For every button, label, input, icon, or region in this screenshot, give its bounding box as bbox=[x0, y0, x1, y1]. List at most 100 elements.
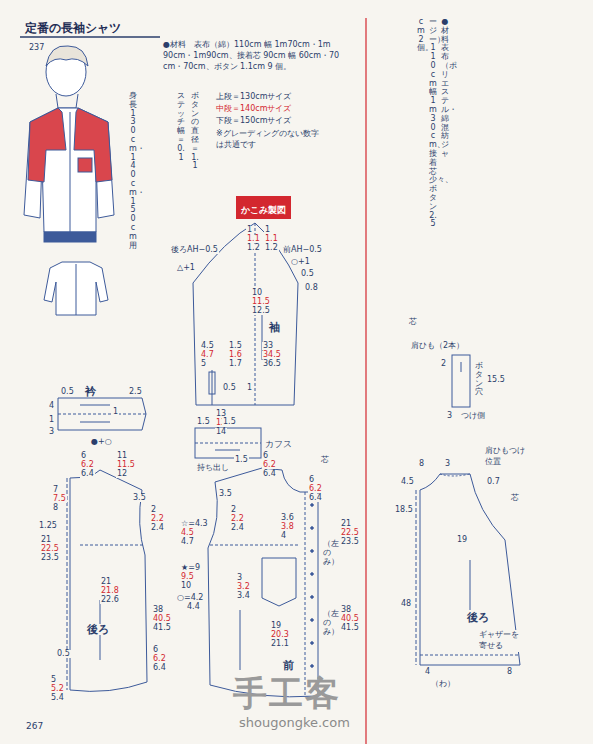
dimension-label: 4 bbox=[48, 402, 55, 410]
dimension-label: 4.5 bbox=[180, 529, 195, 537]
dimension-label: 12.5 bbox=[251, 307, 271, 315]
dimension-label: 3.5 bbox=[218, 490, 233, 498]
piece-name: 前 bbox=[282, 660, 295, 671]
dimension-label: 肩ひも（2本） bbox=[410, 342, 465, 350]
dimension-label: 21 bbox=[340, 520, 352, 528]
dimension-label: 3 bbox=[48, 428, 55, 436]
dimension-label: 6.2 bbox=[262, 461, 277, 469]
dimension-label: 4 bbox=[280, 532, 287, 540]
dimension-label: 2.4 bbox=[230, 524, 245, 532]
dimension-label: △+1 bbox=[176, 264, 196, 272]
dimension-label: 11 bbox=[116, 452, 128, 460]
dimension-label: 3 bbox=[236, 574, 243, 582]
dimension-label: 芯 bbox=[510, 494, 520, 502]
vertical-note: （左のみ） bbox=[322, 540, 332, 566]
piece-name: 後ろ bbox=[466, 612, 490, 623]
watermark: shougongke.com bbox=[238, 716, 351, 729]
dimension-label: 6.4 bbox=[262, 470, 277, 478]
dimension-label: 40.5 bbox=[340, 615, 360, 623]
vertical-note: ボタン穴 bbox=[474, 362, 484, 397]
dimension-label: 2 bbox=[230, 506, 237, 514]
dimension-label: 1.5 bbox=[228, 342, 243, 350]
dimension-label: 2.4 bbox=[150, 524, 165, 532]
dimension-label: ○+1 bbox=[290, 258, 311, 266]
dimension-label: 0.5 bbox=[60, 388, 75, 396]
dimension-label: 237 bbox=[28, 44, 45, 52]
dimension-label: 10 bbox=[180, 582, 192, 590]
dimension-label: ●+○ bbox=[90, 438, 113, 446]
note-text: ギャザーを寄せる bbox=[478, 630, 525, 652]
dimension-label: 4.7 bbox=[200, 351, 215, 359]
dimension-label: 8 bbox=[52, 504, 59, 512]
dimension-label: 22.5 bbox=[340, 529, 360, 537]
vertical-note: cm2個。 bbox=[416, 18, 426, 53]
dimension-label: 1 bbox=[112, 408, 119, 416]
dimension-label: 3 bbox=[444, 460, 451, 468]
dimension-label: 41.5 bbox=[152, 624, 172, 632]
box-text: かこみ製図 bbox=[241, 205, 286, 215]
dimension-label: 21 bbox=[40, 536, 52, 544]
dimension-label: 21.1 bbox=[270, 640, 290, 648]
dimension-label: 8 bbox=[506, 668, 513, 676]
dimension-label: 1 bbox=[264, 226, 271, 234]
dimension-label: つけ側 bbox=[460, 412, 486, 420]
dimension-label: （わ） bbox=[430, 680, 456, 688]
dimension-label: 6.2 bbox=[80, 461, 95, 469]
dimension-label: 18.5 bbox=[394, 506, 414, 514]
dimension-label: 3.6 bbox=[280, 514, 295, 522]
dimension-label: 23.5 bbox=[340, 538, 360, 546]
piece-name: 後ろ bbox=[86, 624, 110, 635]
dimension-label: 21.8 bbox=[100, 587, 120, 595]
dimension-label: 0.5 bbox=[300, 270, 315, 278]
vertical-note: ●材料 表布（ポリエステル・綿混紡ジャ bbox=[440, 18, 450, 159]
note-text: ※グレーディングのない数字は共通です bbox=[215, 129, 322, 151]
dimension-label: 芯 bbox=[408, 318, 418, 326]
dimension-label: 芯 bbox=[320, 456, 330, 464]
dimension-label: 6 bbox=[80, 452, 87, 460]
dimension-label: 22.6 bbox=[100, 596, 120, 604]
dimension-label: 6.4 bbox=[152, 664, 167, 672]
dimension-label: 22.5 bbox=[40, 545, 60, 553]
piece-name: 衿 bbox=[84, 386, 97, 397]
dimension-label: 5.4 bbox=[50, 694, 65, 702]
dimension-label: 中段＝140cmサイズ bbox=[215, 105, 292, 113]
dimension-label: 1.1 bbox=[264, 235, 279, 243]
dimension-label: 1.2 bbox=[246, 244, 261, 252]
dimension-label: 下段＝150cmサイズ bbox=[215, 117, 292, 125]
dimension-label: 1.6 bbox=[228, 351, 243, 359]
dimension-label: 2.2 bbox=[150, 515, 165, 523]
label-box: かこみ製図 bbox=[236, 196, 291, 219]
dimension-label: 33 bbox=[262, 342, 274, 350]
dimension-label: 4.5 bbox=[200, 342, 215, 350]
vertical-note: ボタンの直径＝1.1 bbox=[190, 92, 200, 171]
dimension-label: ★=9 bbox=[180, 564, 201, 572]
vertical-note: ステッチ幅＝0.1 bbox=[176, 92, 186, 162]
dimension-label: 1.2 bbox=[264, 244, 279, 252]
dimension-label: 34.5 bbox=[262, 351, 282, 359]
vertical-note: （左のみ） bbox=[322, 610, 332, 636]
dimension-label: 13 bbox=[215, 410, 227, 418]
dimension-label: 持ち出し bbox=[196, 464, 230, 472]
note-text: 肩ひもつけ位置 bbox=[484, 446, 531, 468]
vertical-note: 身長130cm・140cm・150cm用 bbox=[128, 92, 138, 250]
dimension-label: 9.5 bbox=[180, 573, 195, 581]
dimension-label: 36.5 bbox=[262, 360, 282, 368]
dimension-label: 後ろAH−0.5 bbox=[170, 246, 219, 254]
dimension-label: ☆=4.3 bbox=[180, 520, 209, 528]
dimension-label: 23.5 bbox=[40, 554, 60, 562]
dimension-label: 3.5 bbox=[132, 494, 147, 502]
dimension-label: 上段＝130cmサイズ bbox=[215, 93, 292, 101]
dimension-label: 7.5 bbox=[52, 495, 67, 503]
dimension-label: 1.25 bbox=[38, 522, 58, 530]
dimension-label: 1.5 bbox=[222, 418, 237, 426]
watermark: 手工客 bbox=[232, 676, 342, 710]
dimension-label: 0.7 bbox=[486, 478, 501, 486]
dimension-label: 48 bbox=[400, 600, 412, 608]
dimension-label: 4.4 bbox=[186, 603, 201, 611]
dimension-label: 38 bbox=[152, 606, 164, 614]
dimension-label: 0.5 bbox=[222, 384, 237, 392]
dimension-label: 21 bbox=[100, 578, 112, 586]
dimension-label: 2 bbox=[440, 360, 447, 368]
note-text: ●材料 表布（綿）110cm 幅 1m70cm・1m 90cm・1m90cm、接… bbox=[162, 40, 359, 72]
dimension-label: カフス bbox=[264, 440, 293, 449]
